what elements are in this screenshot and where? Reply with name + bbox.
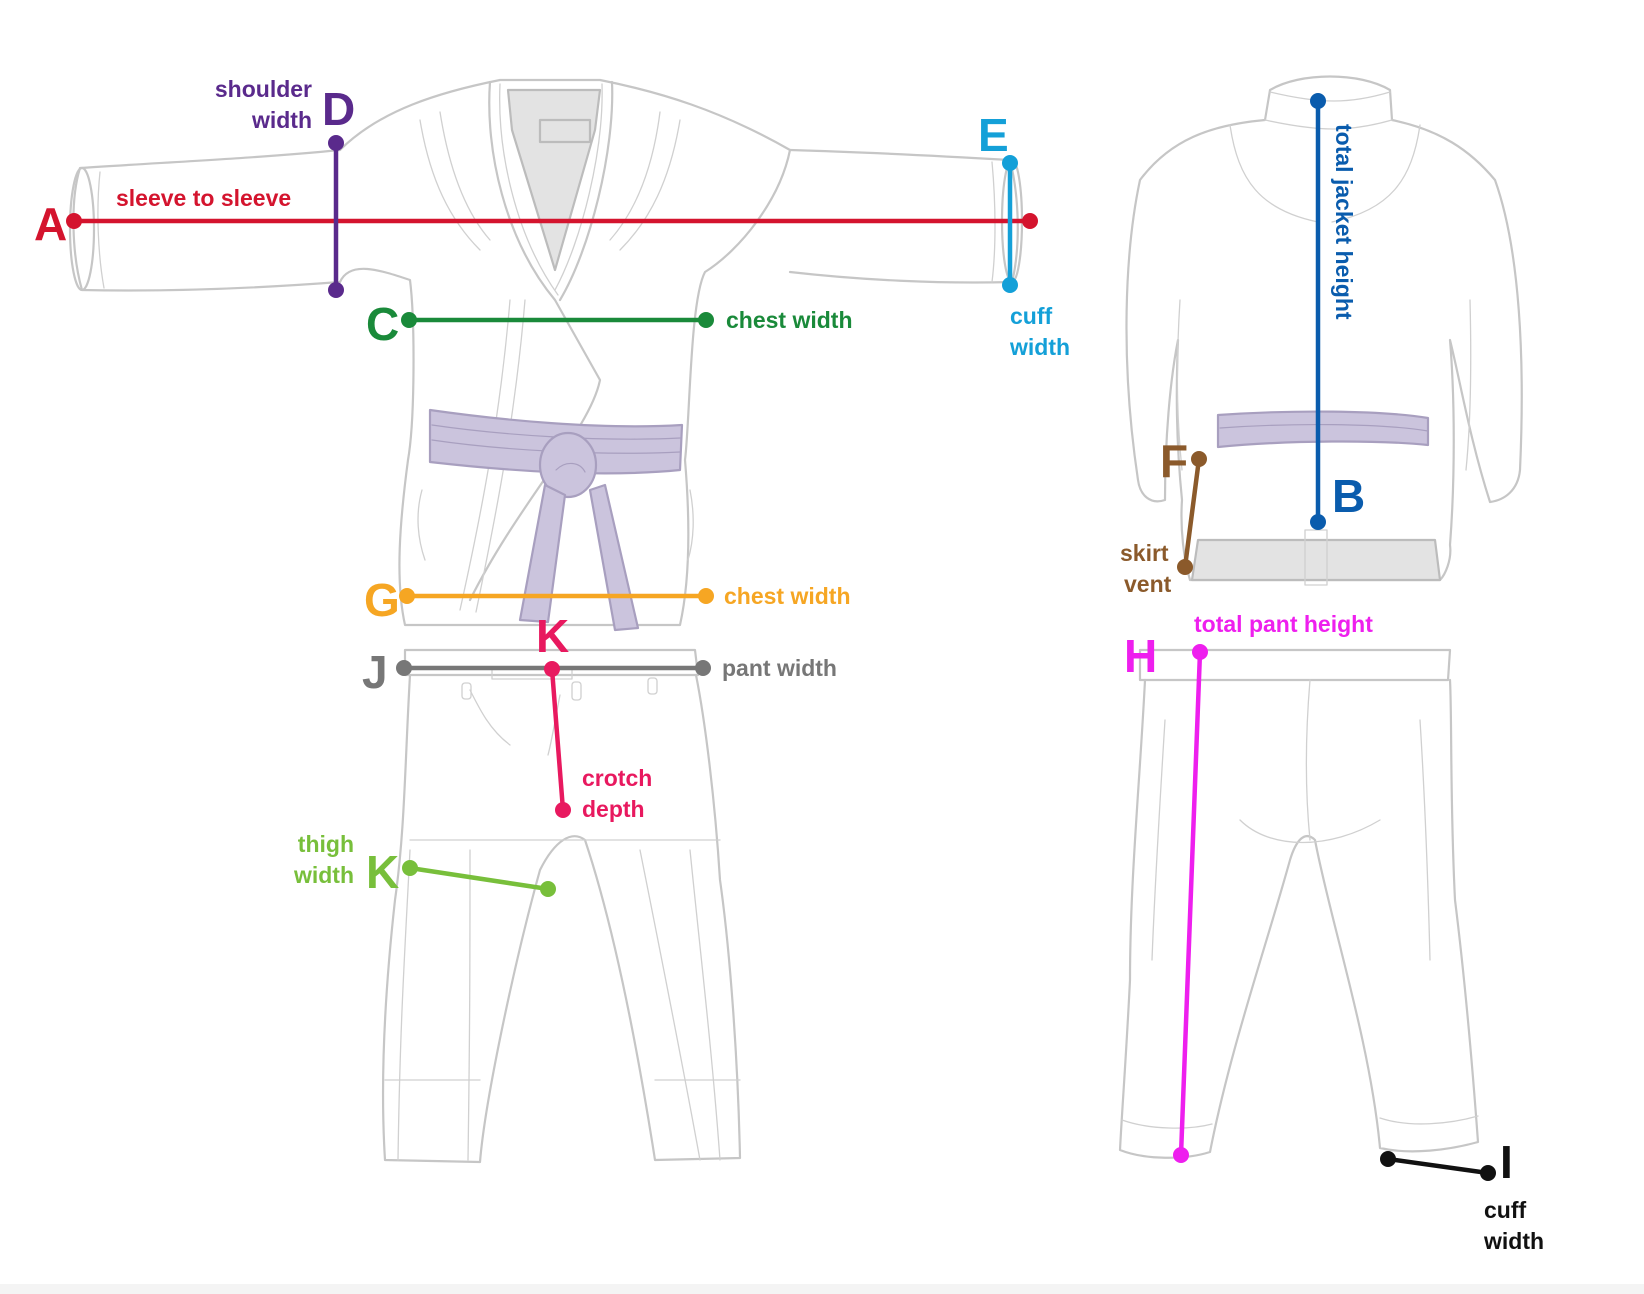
measure-c-chest-width: C chest width <box>366 298 853 350</box>
measure-e-label-line2: width <box>1009 334 1070 360</box>
measure-i-letter: I <box>1500 1136 1513 1188</box>
measure-k-crotch-bottom-dot <box>555 802 571 818</box>
measure-h-total-pant-height: H total pant height <box>1124 611 1373 1163</box>
measure-f-label-line2: vent <box>1124 571 1172 597</box>
measure-i-cuff-width: I cuff width <box>1380 1136 1544 1254</box>
measure-c-start-dot <box>401 312 417 328</box>
measure-e-bottom-dot <box>1002 277 1018 293</box>
measure-i-start-dot <box>1380 1151 1396 1167</box>
measure-a-label: sleeve to sleeve <box>116 185 291 211</box>
measure-c-letter: C <box>366 298 399 350</box>
front-pants-drawing <box>381 648 742 1164</box>
measure-g-start-dot <box>399 588 415 604</box>
measure-h-line <box>1178 649 1203 1158</box>
measure-h-label: total pant height <box>1194 611 1373 637</box>
front-jacket-drawing <box>68 78 1024 632</box>
measure-d-top-dot <box>328 135 344 151</box>
measure-h-bottom-dot <box>1173 1147 1189 1163</box>
measure-b-total-jacket-height: B total jacket height <box>1310 93 1365 530</box>
measure-i-label-line2: width <box>1483 1228 1544 1254</box>
measure-k-crotch-line <box>549 666 566 813</box>
measure-b-label: total jacket height <box>1331 124 1357 320</box>
measure-k-crotch-label-line2: depth <box>582 796 645 822</box>
measure-i-label-line1: cuff <box>1484 1197 1527 1223</box>
measure-f-skirt-vent: F skirt vent <box>1120 435 1207 597</box>
measure-k-thigh-letter: K <box>366 846 399 898</box>
measure-j-start-dot <box>396 660 412 676</box>
measure-a-sleeve-to-sleeve: A sleeve to sleeve <box>34 185 1038 250</box>
measure-k-thigh-start-dot <box>402 860 418 876</box>
measure-f-top-dot <box>1191 451 1207 467</box>
measure-g-end-dot <box>698 588 714 604</box>
measure-d-shoulder-width: D shoulder width <box>215 76 355 298</box>
measure-k-crotch-depth: K crotch depth <box>536 610 652 822</box>
measure-h-letter: H <box>1124 630 1157 682</box>
measure-d-label-line1: shoulder <box>215 76 312 102</box>
measure-d-letter: D <box>322 83 355 135</box>
measure-k-crotch-label-line1: crotch <box>582 765 652 791</box>
measure-f-bottom-dot <box>1177 559 1193 575</box>
measure-g-label: chest width <box>724 583 851 609</box>
measure-g-chest-width: G chest width <box>364 574 851 626</box>
measure-d-label-line2: width <box>251 107 312 133</box>
measure-k-thigh-label-line2: width <box>293 862 354 888</box>
measure-e-letter: E <box>978 109 1009 161</box>
measure-k-crotch-letter: K <box>536 610 569 662</box>
measure-e-cuff-width: E cuff width <box>978 109 1070 360</box>
measure-k-thigh-width: K thigh width <box>293 831 556 898</box>
measure-a-letter: A <box>34 198 67 250</box>
measure-f-line <box>1182 456 1202 570</box>
measure-g-letter: G <box>364 574 400 626</box>
measure-j-letter: J <box>362 646 388 698</box>
measure-d-bottom-dot <box>328 282 344 298</box>
measure-a-end-dot <box>1022 213 1038 229</box>
measure-j-end-dot <box>695 660 711 676</box>
measure-e-top-dot <box>1002 155 1018 171</box>
measure-f-label-line1: skirt <box>1120 540 1169 566</box>
measure-i-end-dot <box>1480 1165 1496 1181</box>
measure-b-top-dot <box>1310 93 1326 109</box>
measure-f-letter: F <box>1160 435 1188 487</box>
measure-h-top-dot <box>1192 644 1208 660</box>
measure-k-thigh-label-line1: thigh <box>298 831 354 857</box>
measure-i-line <box>1385 1156 1491 1176</box>
measure-b-bottom-dot <box>1310 514 1326 530</box>
measure-b-letter: B <box>1332 470 1365 522</box>
back-jacket-drawing <box>1125 75 1523 586</box>
measure-k-thigh-line <box>407 865 551 892</box>
measure-k-thigh-end-dot <box>540 881 556 897</box>
back-pants-drawing <box>1118 648 1480 1159</box>
measure-k-crotch-top-dot <box>544 661 560 677</box>
measure-j-label: pant width <box>722 655 837 681</box>
measure-c-label: chest width <box>726 307 853 333</box>
measure-a-start-dot <box>66 213 82 229</box>
bottom-strip <box>0 1284 1644 1294</box>
measure-j-pant-width: J pant width <box>362 646 837 698</box>
measure-c-end-dot <box>698 312 714 328</box>
measure-e-label-line1: cuff <box>1010 303 1053 329</box>
